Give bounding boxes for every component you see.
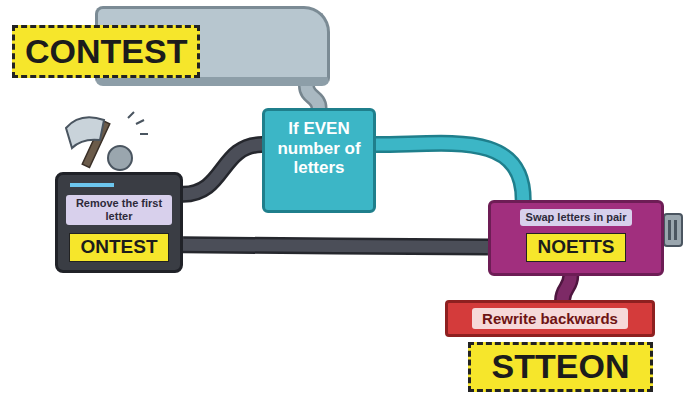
decision-box: If EVEN number of letters	[262, 108, 376, 213]
pipe-connector	[183, 145, 262, 195]
node-label: STTEON	[492, 347, 630, 386]
pipe-connector	[307, 86, 320, 108]
node-label: Swap letters in pair	[520, 209, 633, 226]
pipe-body	[307, 86, 320, 108]
pipe-connector	[563, 276, 571, 300]
input-machine: CONTEST	[95, 6, 330, 86]
pipe-outline	[563, 276, 571, 300]
pipe-outline	[307, 86, 320, 108]
output-tag: STTEON	[468, 342, 653, 392]
word-tag: NOETTS	[526, 233, 625, 262]
plug-illustration	[664, 214, 682, 246]
process-box: Swap letters in pairNOETTS	[488, 200, 664, 276]
pipe-outline	[183, 245, 488, 247]
pipe-body	[376, 143, 523, 200]
node-label: If EVEN number of letters	[271, 119, 367, 178]
pipe-connector	[183, 245, 488, 247]
process-box: Remove the first letterONTEST	[55, 172, 183, 273]
node-label: CONTEST	[12, 25, 200, 78]
process-box: Rewrite backwards	[445, 300, 655, 337]
pipe-body	[563, 276, 571, 300]
node-label: Remove the first letter	[66, 195, 172, 225]
pipe-body	[183, 245, 488, 247]
word-tag: ONTEST	[69, 233, 168, 262]
pipe-outline	[376, 143, 523, 200]
pipe-outline	[183, 145, 262, 195]
node-label: Rewrite backwards	[472, 308, 628, 329]
pipe-body	[183, 145, 262, 195]
axe-illustration	[66, 112, 148, 170]
pipe-connector	[376, 143, 523, 200]
